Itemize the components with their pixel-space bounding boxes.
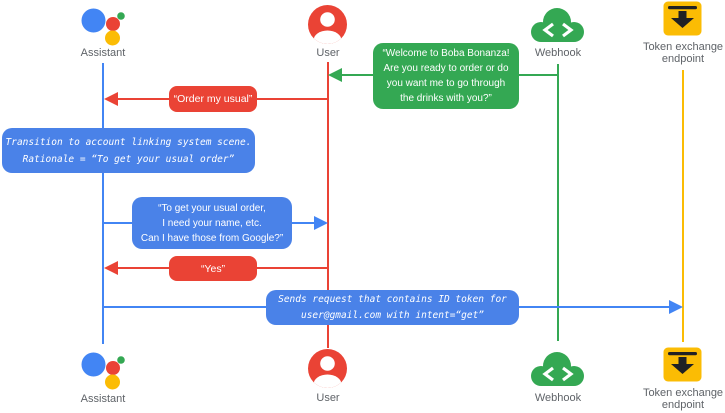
token-endpoint-icon bbox=[663, 1, 702, 36]
assistant-logo-icon bbox=[81, 352, 125, 390]
arrow-yes-head bbox=[104, 261, 118, 275]
note-transition: Transition to account linking system sce… bbox=[2, 128, 255, 173]
arrow-sends-request-head bbox=[669, 300, 683, 314]
arrow-need-info-head bbox=[314, 216, 328, 230]
webhook-label-top: Webhook bbox=[534, 47, 582, 59]
token-endpoint-label-bottom: Token exchange endpoint bbox=[642, 387, 724, 411]
message-need-info: “To get your usual order, I need your na… bbox=[132, 197, 292, 249]
token-endpoint-lifeline bbox=[682, 70, 684, 342]
assistant-lifeline bbox=[102, 63, 104, 344]
user-icon bbox=[308, 349, 347, 388]
assistant-label-bottom: Assistant bbox=[80, 393, 126, 405]
token-endpoint-label-top: Token exchange endpoint bbox=[642, 41, 724, 65]
webhook-lifeline bbox=[557, 64, 559, 341]
assistant-logo-icon bbox=[81, 8, 125, 46]
user-label-bottom: User bbox=[316, 392, 340, 404]
user-icon bbox=[308, 5, 347, 44]
arrow-welcome-head bbox=[328, 68, 342, 82]
message-sends-request: Sends request that contains ID token for… bbox=[266, 290, 519, 325]
assistant-label-top: Assistant bbox=[80, 47, 126, 59]
message-yes: “Yes” bbox=[169, 256, 257, 281]
message-order-usual: “Order my usual” bbox=[169, 86, 257, 112]
message-welcome: “Welcome to Boba Bonanza! Are you ready … bbox=[373, 43, 519, 109]
token-endpoint-icon bbox=[663, 347, 702, 382]
arrow-order-usual-head bbox=[104, 92, 118, 106]
webhook-cloud-icon bbox=[531, 352, 584, 386]
user-lifeline bbox=[327, 62, 329, 348]
webhook-label-bottom: Webhook bbox=[534, 392, 582, 404]
webhook-cloud-icon bbox=[531, 8, 584, 42]
user-label-top: User bbox=[316, 47, 340, 59]
